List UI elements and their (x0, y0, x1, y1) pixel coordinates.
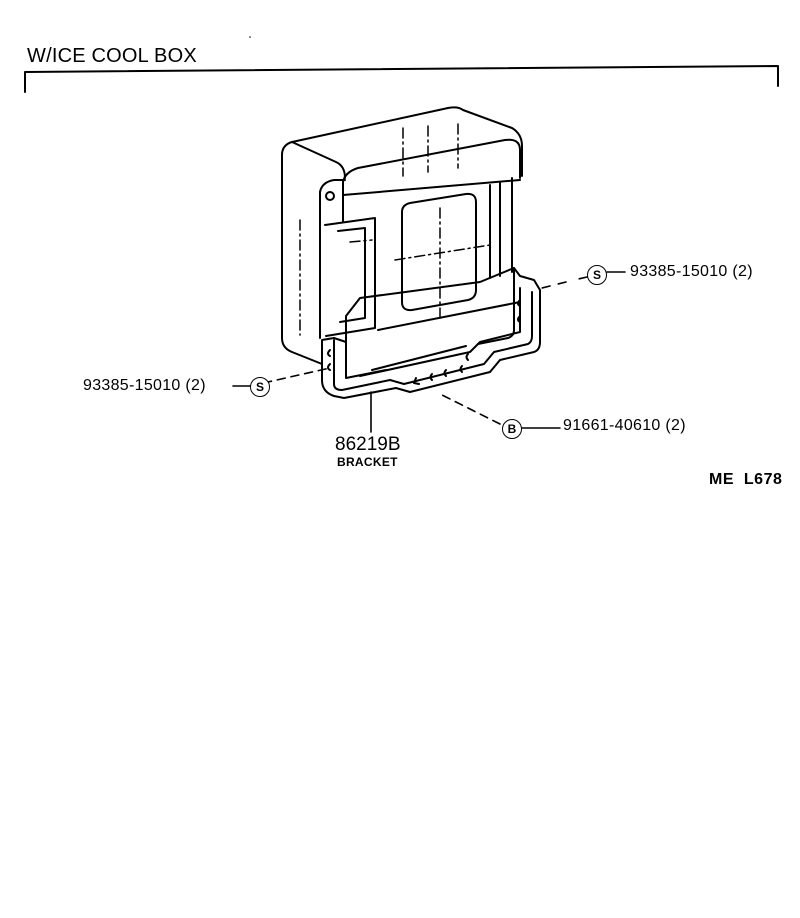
leader-screw-right (541, 276, 588, 289)
callout-screw-right: 93385-15010 (2) (630, 263, 753, 281)
qty-screw-left: (2) (185, 377, 206, 394)
bracket-name: BRACKET (337, 455, 398, 469)
screw-symbol-right: S (587, 265, 607, 285)
header-frame-line (24, 65, 779, 93)
part-number-screw-left: 93385-15010 (83, 377, 181, 394)
bracket-part-number: 86219B (335, 434, 401, 455)
ice-cool-box-unit (281, 106, 523, 365)
bolt-symbol: B (502, 419, 522, 439)
section-title: W/ICE COOL BOX (27, 45, 197, 67)
centre-lines (299, 123, 491, 336)
callout-screw-left: 93385-15010 (2) (83, 377, 206, 395)
screw-symbol-left: S (250, 377, 270, 397)
qty-screw-right: (2) (732, 263, 753, 280)
part-number-screw-right: 93385-15010 (630, 263, 728, 280)
callout-bolt: 91661-40610 (2) (563, 417, 686, 435)
part-number-bolt: 91661-40610 (563, 417, 661, 434)
qty-bolt: (2) (665, 417, 686, 434)
bracket-86219b-shape (321, 267, 541, 399)
drawing-code: ME L678 (709, 471, 783, 488)
leader-bolt (439, 393, 501, 425)
